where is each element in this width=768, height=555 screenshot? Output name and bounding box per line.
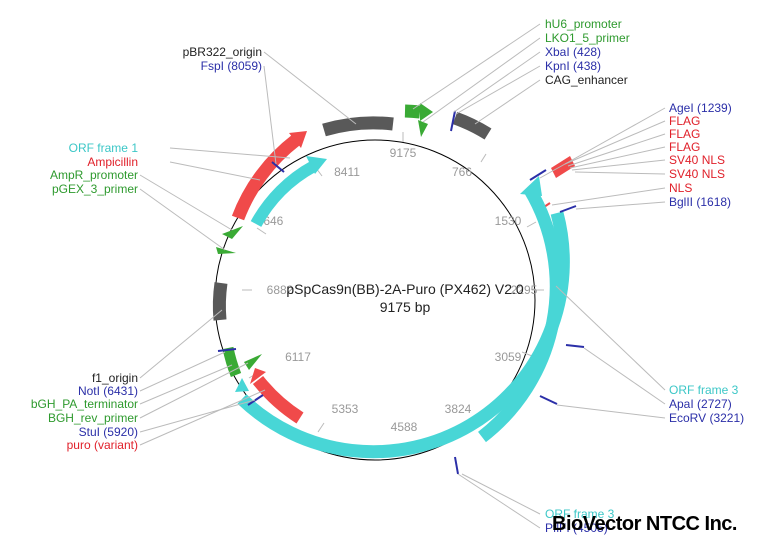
ampr-promoter-arrow xyxy=(222,226,243,239)
tick-label: 1530 xyxy=(495,214,522,228)
site-label: StuI (5920) xyxy=(79,425,138,439)
orf-frame-1-arrowhead xyxy=(306,156,327,174)
puro-feature xyxy=(252,375,304,424)
feature-label: ORF frame 1 xyxy=(69,141,139,155)
site-label: FspI (8059) xyxy=(201,59,262,73)
f1-origin-feature xyxy=(212,282,228,321)
hu6-promoter-arrowhead xyxy=(420,103,433,121)
site-label: BglII (1618) xyxy=(669,195,731,209)
tick-label: 6882 xyxy=(267,283,294,297)
feature-label: pBR322_origin xyxy=(183,45,262,59)
plasmid-name: pSpCas9n(BB)-2A-Puro (PX462) V2.0 xyxy=(286,281,524,297)
site-label: NotI (6431) xyxy=(78,384,138,398)
flag-sv40nls-feature xyxy=(551,156,575,178)
tick-label: 766 xyxy=(452,165,472,179)
feature-label: FLAG xyxy=(669,114,700,128)
tick-label: 6117 xyxy=(285,350,311,364)
feature-label: BGH_rev_primer xyxy=(48,411,138,425)
plasmid-size: 9175 bp xyxy=(380,299,431,315)
feature-label: hU6_promoter xyxy=(545,17,622,31)
ampicillin-feature xyxy=(231,134,301,221)
bgh-pa-terminator-feature xyxy=(222,346,242,378)
site-label: XbaI (428) xyxy=(545,45,601,59)
tick-label: 9175 xyxy=(390,146,417,160)
feature-label: ORF frame 3 xyxy=(545,507,615,521)
site-label: PflFI (4505) xyxy=(545,521,608,535)
feature-label: LKO1_5_primer xyxy=(545,31,630,45)
tick-label: 3824 xyxy=(445,402,472,416)
site-label: AgeI (1239) xyxy=(669,101,732,115)
feature-label: SV40 NLS xyxy=(669,167,725,181)
feature-label: f1_origin xyxy=(92,371,138,385)
feature-label: NLS xyxy=(669,181,692,195)
feature-label: SV40 NLS xyxy=(669,153,725,167)
feature-label: pGEX_3_primer xyxy=(52,182,138,196)
pgex3-primer-arrow xyxy=(216,247,236,254)
tick-label: 2295 xyxy=(511,283,538,297)
feature-label: ORF frame 3 xyxy=(669,383,739,397)
site-label: ApaI (2727) xyxy=(669,397,732,411)
tick-label: 3059 xyxy=(495,350,522,364)
orf-frame-3-outer-arrowhead xyxy=(520,176,542,196)
feature-label: puro (variant) xyxy=(67,438,138,452)
feature-label: bGH_PA_terminator xyxy=(31,397,138,411)
orf-frame-3-inner-feature xyxy=(237,211,570,459)
leader-lines xyxy=(139,23,666,529)
bgh-rev-primer-arrow xyxy=(244,354,262,370)
cag-enhancer-feature xyxy=(452,111,492,140)
brand-watermark: BioVector NTCC Inc. xyxy=(552,513,737,535)
feature-label: Ampicillin xyxy=(87,155,138,169)
orf-frame-3-inner-arrowhead xyxy=(235,378,249,392)
puro-arrowhead xyxy=(250,368,266,384)
feature-label: AmpR_promoter xyxy=(50,168,138,182)
tick-label: 8411 xyxy=(334,165,360,179)
feature-label: FLAG xyxy=(669,140,700,154)
pbr322-origin-feature xyxy=(322,116,394,137)
restriction-site-ticks xyxy=(217,110,585,475)
ampicillin-arrowhead xyxy=(289,131,307,148)
orf-frame-1-feature xyxy=(250,160,317,227)
site-label: EcoRV (3221) xyxy=(669,411,744,425)
feature-label: CAG_enhancer xyxy=(545,73,628,87)
feature-label: FLAG xyxy=(669,127,700,141)
tick-label: 5353 xyxy=(332,402,359,416)
tick-label: 4588 xyxy=(391,420,418,434)
lko1-primer-arrow xyxy=(418,120,428,137)
site-label: KpnI (438) xyxy=(545,59,601,73)
hu6-promoter-feature xyxy=(404,104,421,119)
